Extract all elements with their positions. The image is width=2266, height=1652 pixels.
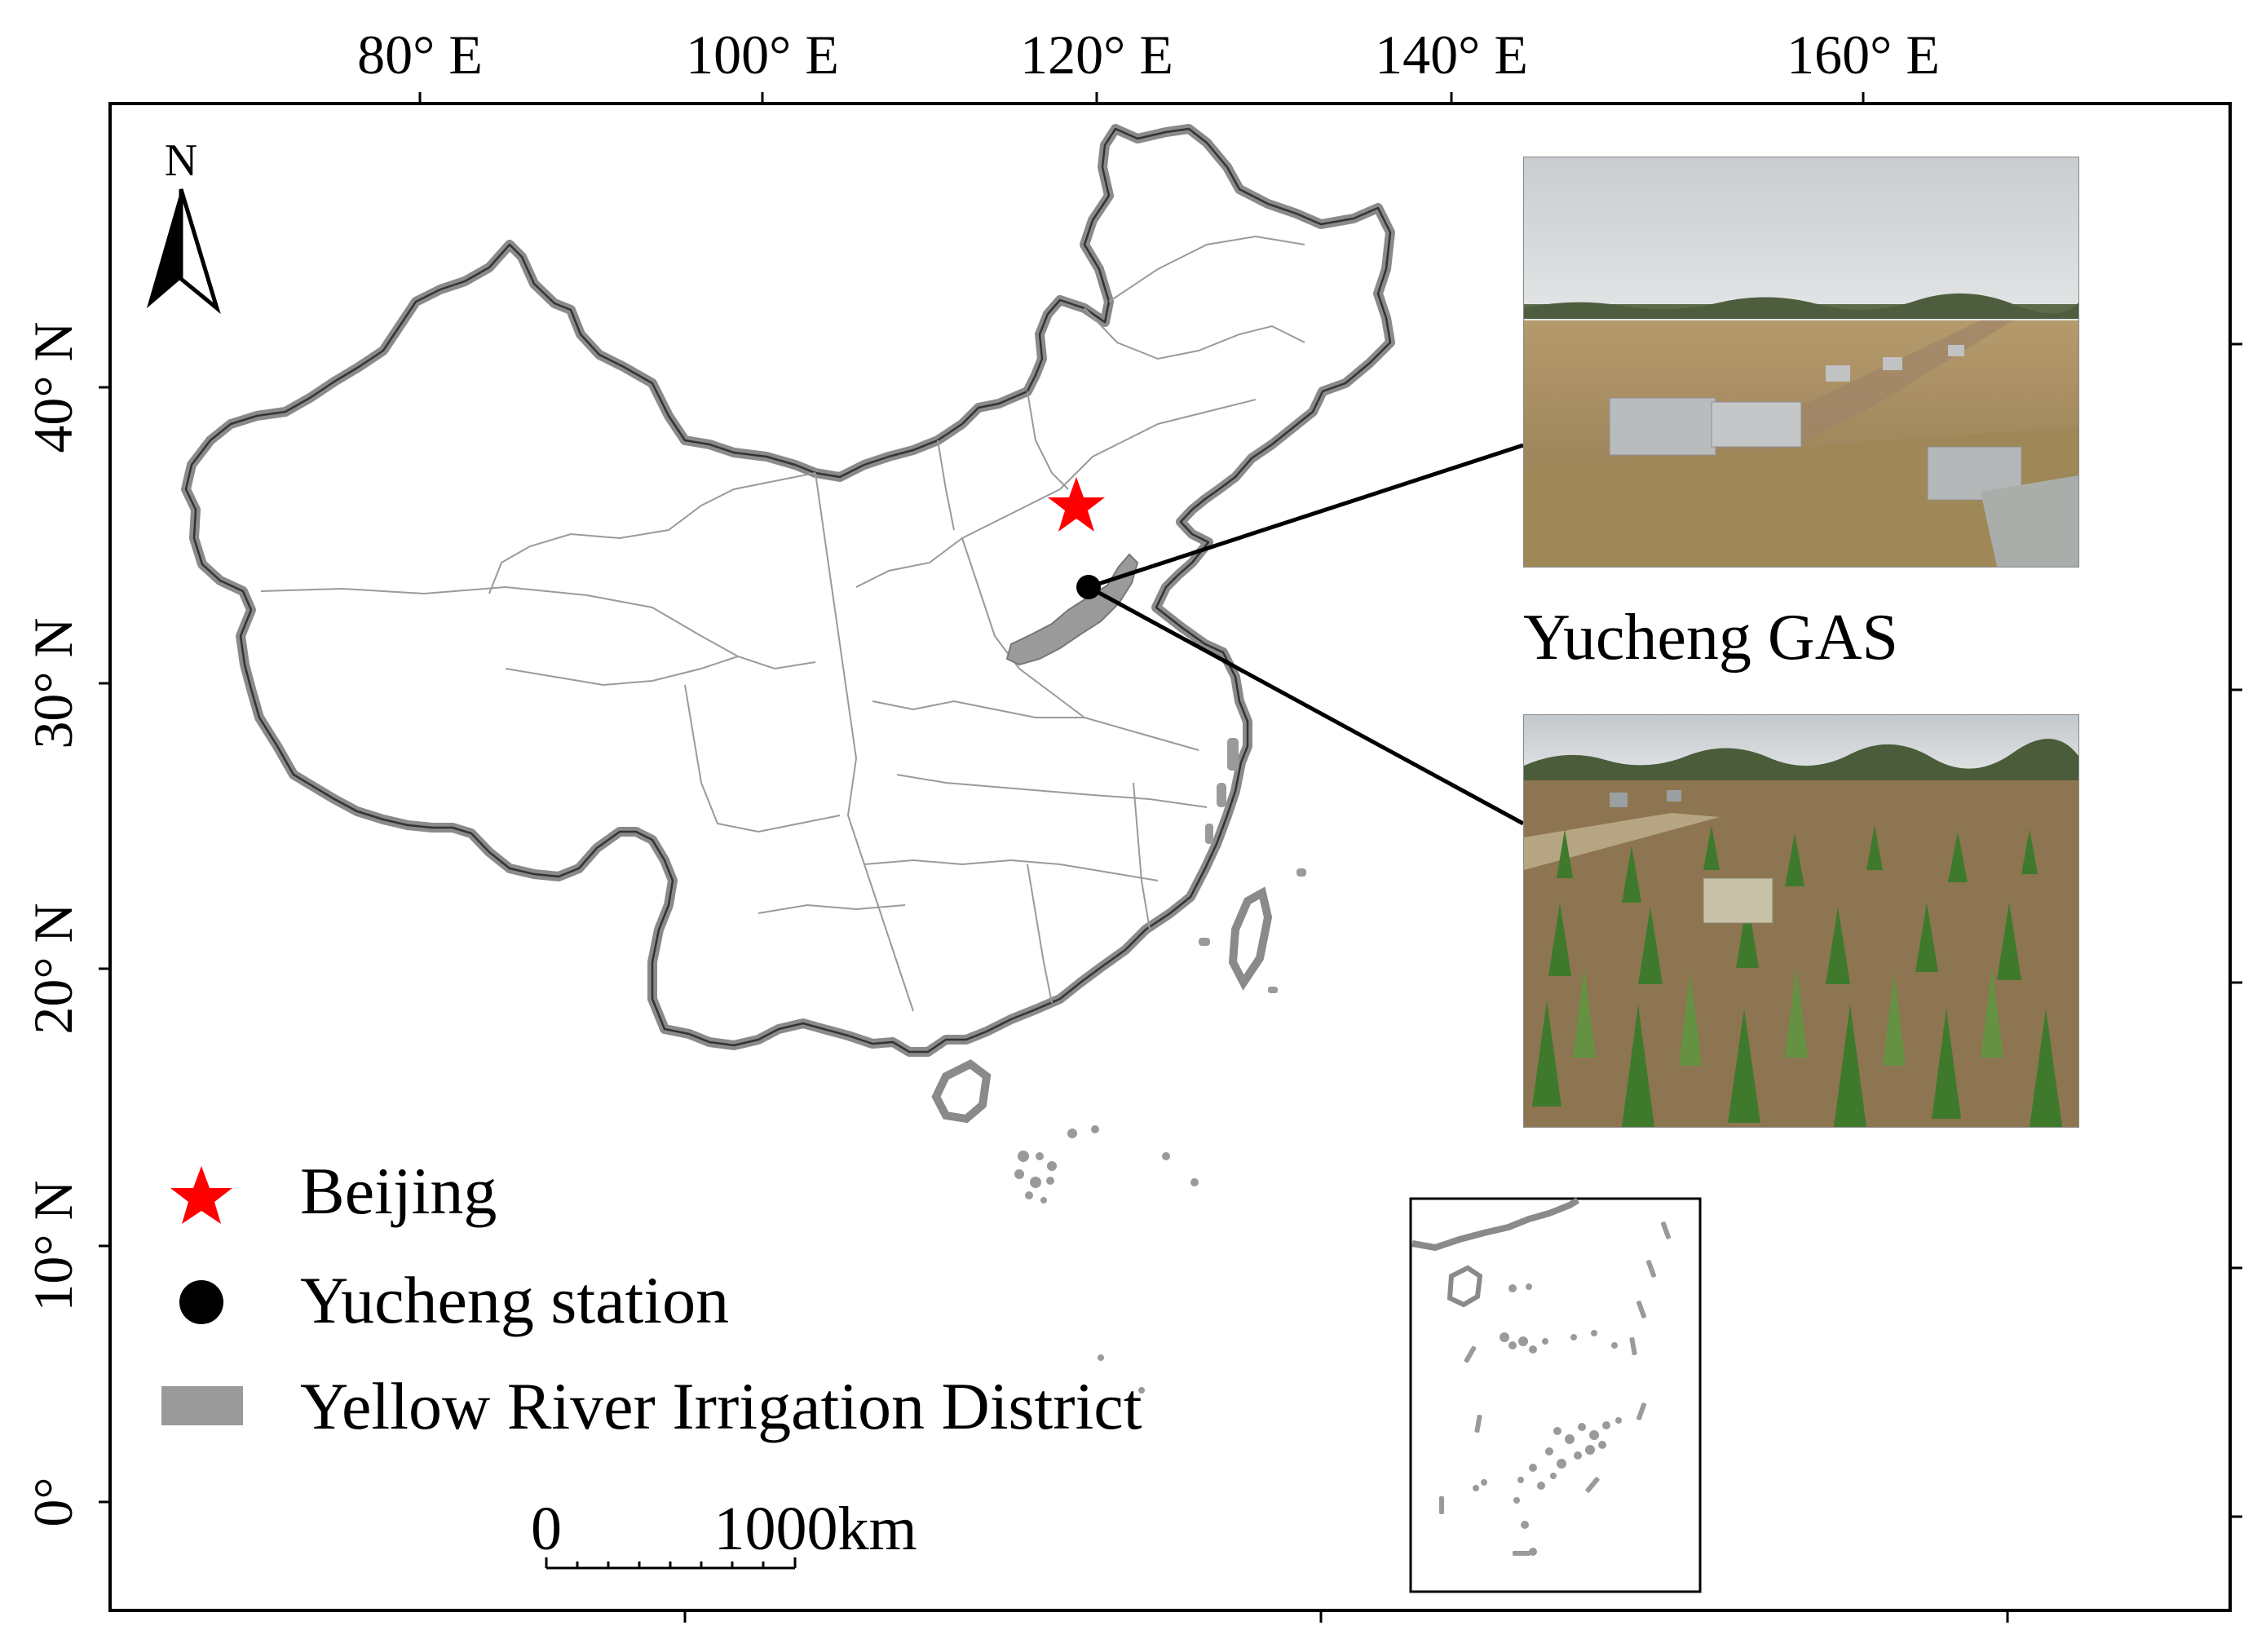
legend: Beijing Yucheng station Yellow River Irr… xyxy=(161,1154,1142,1443)
photo-caption: Yucheng GAS xyxy=(1523,602,1898,674)
left-ticks xyxy=(99,386,110,1504)
legend-label-yucheng-station: Yucheng station xyxy=(300,1263,729,1337)
scale-bar: 0 1000km xyxy=(531,1495,917,1570)
leader-line-lower xyxy=(1087,585,1525,826)
lon-label-80e: 80° E xyxy=(357,24,483,86)
taiwan-island xyxy=(1228,886,1273,991)
legend-gray-swatch-icon xyxy=(161,1386,243,1425)
lon-label-160e: 160° E xyxy=(1787,24,1940,86)
legend-red-star-icon xyxy=(170,1166,232,1224)
province-boundaries xyxy=(260,235,1305,1012)
coastal-islands xyxy=(1199,738,1306,993)
scale-start-label: 0 xyxy=(531,1495,562,1563)
bottom-ticks xyxy=(683,1610,2009,1623)
lon-label-140e: 140° E xyxy=(1375,24,1528,86)
lat-label-0: 0° xyxy=(22,1477,84,1526)
legend-black-dot-icon xyxy=(179,1280,223,1324)
map-frame xyxy=(108,102,2232,1612)
lat-label-30n: 30° N xyxy=(22,617,84,749)
north-arrow-icon: N xyxy=(147,135,221,315)
legend-label-beijing: Beijing xyxy=(300,1154,497,1228)
station-photo-upper xyxy=(1523,157,2079,568)
right-ticks xyxy=(2230,342,2242,1518)
lat-label-10n: 10° N xyxy=(22,1180,84,1311)
legend-label-irrigation-district: Yellow River Irrigation District xyxy=(300,1369,1142,1443)
south-sea-islands xyxy=(1014,1125,1199,1394)
leader-line-upper xyxy=(1088,443,1524,590)
lat-label-40n: 40° N xyxy=(22,321,84,453)
scale-end-label: 1000km xyxy=(713,1495,917,1563)
north-label: N xyxy=(165,135,197,186)
lat-label-20n: 20° N xyxy=(22,903,84,1034)
station-photo-lower xyxy=(1523,714,2079,1128)
lon-label-100e: 100° E xyxy=(686,24,839,86)
south-china-sea-inset xyxy=(1409,1197,1702,1593)
hainan-island xyxy=(931,1059,992,1124)
china-map xyxy=(181,124,1525,1394)
top-ticks xyxy=(418,92,1865,104)
beijing-star-icon xyxy=(1048,477,1105,532)
lon-label-120e: 120° E xyxy=(1020,24,1173,86)
